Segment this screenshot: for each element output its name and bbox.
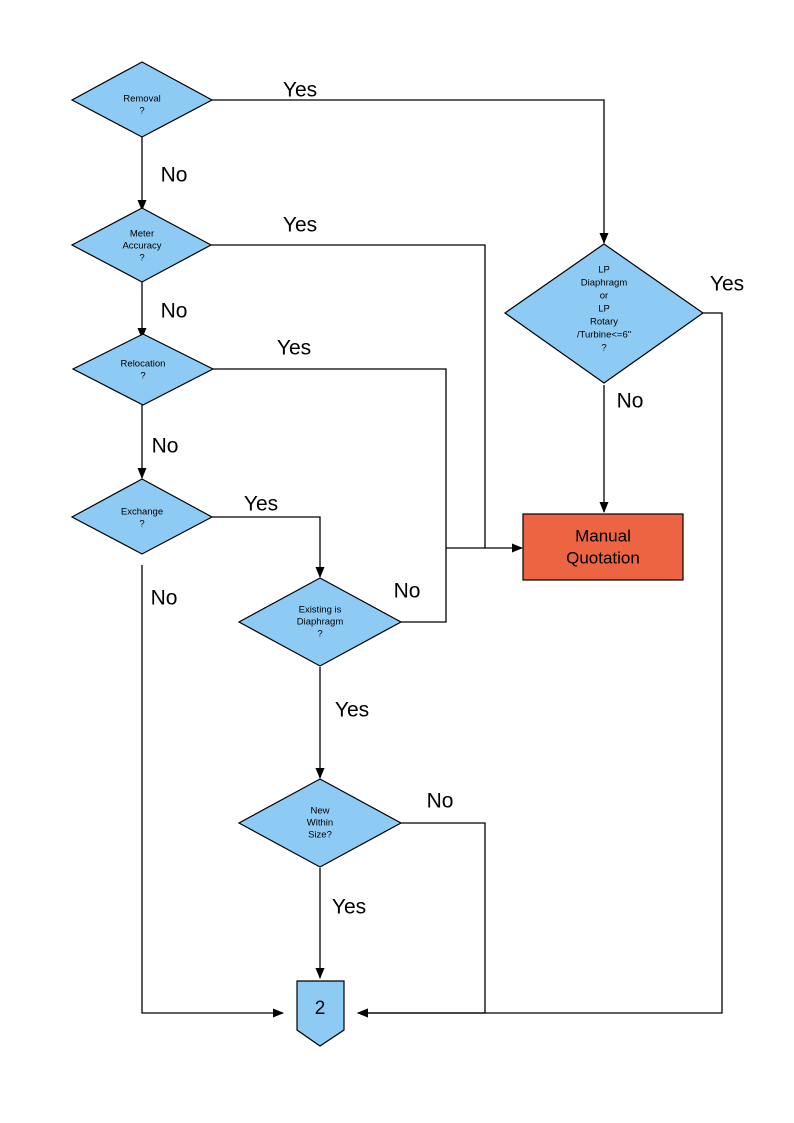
lp-diaphragm-diamond[interactable] [503,243,705,384]
node-manual-quotation[interactable]: Manual Quotation [522,513,684,581]
new-within-size-label-line-1: Within [307,818,333,829]
edge-exchange-yes [212,516,325,578]
edge-relocation-yes [213,368,447,548]
existing-is-diaphragm-diamond[interactable] [237,577,403,667]
lp-diaphragm-label-line-2: or [600,291,608,302]
edge-label-meter-accuracy-no: No [161,300,188,323]
meter-accuracy-label-line-0: Meter [130,229,154,240]
edge-label-exchange-no: No [151,587,178,610]
edge-label-removal-no: No [161,164,188,187]
meter-accuracy-label-line-2: ? [139,253,144,264]
connector-2-label: 2 [315,998,326,1019]
lp-diaphragm-label-line-5: /Turbine<=6" [577,330,631,341]
edge-label-exchange-yes: Yes [244,493,278,516]
relocation-label-line-0: Relocation [121,359,166,370]
removal-label-line-0: Removal [123,94,161,105]
manual-quotation-box[interactable] [522,513,684,581]
meter-accuracy-diamond[interactable] [70,207,213,283]
manual-quotation-label-line-1: Quotation [566,548,640,567]
new-within-size-label-line-2: Size? [308,830,332,841]
existing-is-diaphragm-label-line-2: ? [317,629,322,640]
edge-label-existing-diaphragm-yes: Yes [335,699,369,722]
edge-exchange-no [141,565,284,1018]
connector-2-shape[interactable] [296,980,345,1047]
edge-label-new-within-size-no: No [427,790,454,813]
edge-existing-diaphragm-no [401,548,447,623]
lp-diaphragm-label-line-1: Diaphragm [581,278,628,289]
exchange-label-line-0: Exchange [121,507,163,518]
existing-is-diaphragm-label-line-1: Diaphragm [297,617,344,628]
node-new-within-size[interactable]: New Within Size? [237,778,403,868]
node-relocation[interactable]: Relocation ? [71,333,215,406]
exchange-label-line-1: ? [139,519,144,530]
relocation-label-line-1: ? [140,371,145,382]
lp-diaphragm-label-line-6: ? [601,343,606,354]
edge-label-lp-yes: Yes [710,273,744,296]
node-lp-diaphragm[interactable]: LP Diaphragm or LP Rotary /Turbine<=6" ? [503,243,705,384]
lp-diaphragm-label-line-0: LP [598,265,610,276]
new-within-size-label-line-0: New [310,806,329,817]
edge-removal-yes [212,99,609,244]
edge-meter-accuracy-yes [211,244,486,548]
node-existing-is-diaphragm[interactable]: Existing is Diaphragm ? [237,577,403,667]
edge-label-new-within-size-yes: Yes [332,896,366,919]
relocation-diamond[interactable] [71,333,215,406]
edge-label-meter-accuracy-yes: Yes [283,214,317,237]
node-removal[interactable]: Removal ? [70,61,214,138]
node-connector-2[interactable]: 2 [296,980,345,1047]
edge-label-relocation-no: No [152,435,179,458]
edge-lp-yes [357,312,723,1018]
edge-new-within-size-no [357,822,486,1018]
removal-diamond[interactable] [70,61,214,138]
new-within-size-diamond[interactable] [237,778,403,868]
lp-diaphragm-label-line-4: Rotary [590,317,618,328]
exchange-diamond[interactable] [70,478,214,555]
manual-quotation-label-line-0: Manual [575,526,631,545]
node-meter-accuracy[interactable]: Meter Accuracy ? [70,207,213,283]
lp-diaphragm-label-line-3: LP [598,304,610,315]
node-exchange[interactable]: Exchange ? [70,478,214,555]
existing-is-diaphragm-label-line-0: Existing is [299,605,342,616]
meter-accuracy-label-line-1: Accuracy [122,241,161,252]
edge-label-removal-yes: Yes [283,79,317,102]
edge-label-lp-no: No [617,390,644,413]
edge-label-relocation-yes: Yes [277,337,311,360]
removal-label-line-1: ? [139,106,144,117]
edge-label-existing-diaphragm-no: No [394,580,421,603]
